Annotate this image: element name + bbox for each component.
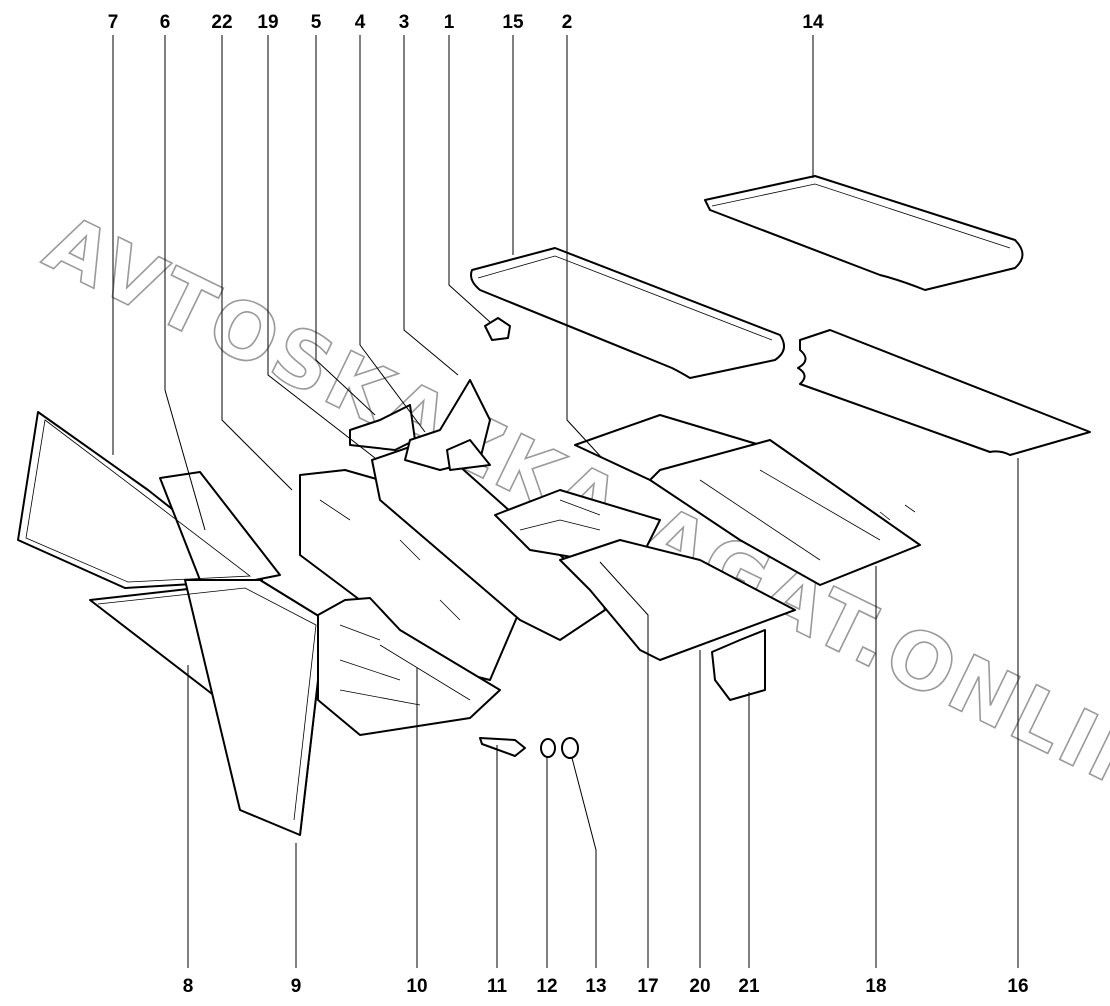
leader-6 <box>164 35 206 531</box>
panel-14 <box>704 175 1024 291</box>
callout-16: 16 <box>1007 976 1028 997</box>
callout-19: 19 <box>257 12 278 33</box>
part-detail <box>25 419 252 583</box>
washer-12 <box>540 738 556 758</box>
leader-3 <box>403 35 459 376</box>
panel-22 <box>299 469 521 681</box>
leader-lines <box>112 35 1019 968</box>
parts <box>17 175 1091 836</box>
callout-2: 2 <box>562 12 573 33</box>
callout-10: 10 <box>406 976 427 997</box>
callout-15: 15 <box>502 12 524 33</box>
callout-20: 20 <box>689 976 710 997</box>
leader-22 <box>221 35 293 491</box>
clip-1 <box>484 317 511 341</box>
callout-17: 17 <box>637 976 658 997</box>
part-detail <box>97 587 317 821</box>
leader-5 <box>315 35 376 416</box>
callout-9: 9 <box>291 976 302 997</box>
callout-7: 7 <box>108 12 119 33</box>
pad-3 <box>446 439 491 471</box>
callout-13: 13 <box>585 976 606 997</box>
tunnel-18 <box>649 439 921 586</box>
callout-3: 3 <box>399 12 410 33</box>
leader-2 <box>566 35 603 459</box>
panel-16 <box>797 329 1091 456</box>
part-detail <box>319 499 461 621</box>
leader-19 <box>267 35 376 459</box>
part-detail <box>879 504 916 521</box>
callout-labels: 7 6 22 19 5 4 3 1 15 2 14 8 9 10 11 12 13 17 20 21 18 16 <box>108 12 1029 997</box>
callout-4: 4 <box>355 12 366 33</box>
tray-10 <box>317 597 501 736</box>
panel-9 <box>184 579 326 836</box>
washer-13 <box>561 737 579 759</box>
callout-6: 6 <box>160 12 171 33</box>
callout-22: 22 <box>211 12 232 33</box>
leader-17 <box>599 561 649 968</box>
bolt-11 <box>479 737 526 757</box>
panel-15 <box>470 247 785 379</box>
callout-8: 8 <box>183 976 194 997</box>
part-detail <box>339 624 471 706</box>
callout-5: 5 <box>311 12 322 33</box>
callout-18: 18 <box>865 976 886 997</box>
callout-21: 21 <box>738 976 760 997</box>
part-detail <box>699 469 881 561</box>
callout-11: 11 <box>487 976 508 997</box>
part-detail <box>711 183 1011 249</box>
part-detail <box>519 499 601 531</box>
leader-4 <box>359 35 426 433</box>
panel-21 <box>711 629 766 701</box>
panel-6 <box>159 471 281 581</box>
leader-1 <box>448 35 491 323</box>
callout-12: 12 <box>536 976 557 997</box>
panel-20 <box>559 539 796 661</box>
callout-1: 1 <box>444 12 455 33</box>
part-detail <box>477 255 773 341</box>
leader-13 <box>571 757 597 968</box>
callout-14: 14 <box>802 12 824 33</box>
